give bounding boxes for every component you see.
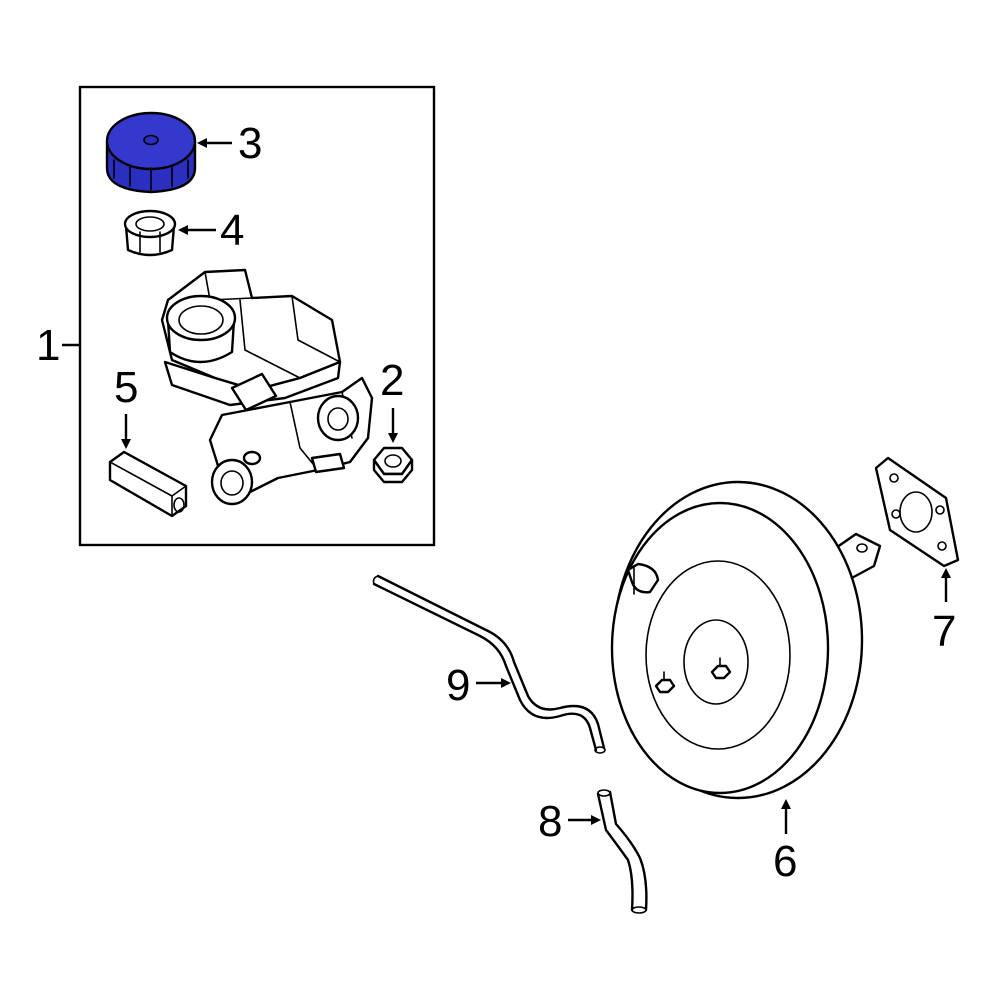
callout-5-label: 5: [114, 363, 138, 412]
vacuum-pipe[interactable]: [372, 574, 606, 754]
callout-7-arrowhead: [941, 568, 951, 578]
callout-7[interactable]: 7: [932, 568, 956, 656]
callout-8[interactable]: 8: [538, 797, 601, 846]
master-cylinder-bleeder: [242, 450, 262, 466]
master-cylinder-group-box: [78, 85, 436, 547]
callout-6[interactable]: 6: [773, 799, 797, 886]
reservoir-grommet[interactable]: [108, 450, 188, 518]
vacuum-hose-outline-b: [608, 790, 648, 912]
callout-8-label: 8: [538, 797, 562, 846]
callout-2-label: 2: [380, 356, 404, 405]
callout-6-label: 6: [773, 837, 797, 886]
reservoir-strainer-rim: [123, 209, 177, 239]
callout-9-arrowhead: [501, 678, 511, 688]
callout-6-arrowhead: [781, 799, 791, 809]
master-cylinder-flange: [310, 452, 346, 474]
reservoir-cap-vent: [143, 134, 159, 146]
callout-2[interactable]: 2: [380, 356, 404, 443]
callout-7-label: 7: [932, 607, 956, 656]
master-cylinder-sensor-tab: [230, 372, 278, 412]
callout-9[interactable]: 9: [446, 661, 511, 710]
callout-1[interactable]: 1: [36, 321, 80, 370]
callout-8-arrowhead: [591, 815, 601, 825]
master-cylinder-port-side: [316, 394, 360, 442]
callout-4-label: 4: [220, 206, 244, 255]
callout-1-label: 1: [36, 321, 60, 370]
master-cylinder[interactable]: [160, 268, 374, 506]
callout-3[interactable]: 3: [197, 119, 262, 168]
brake-booster-studs: [654, 657, 732, 694]
callout-2-arrowhead: [388, 433, 398, 443]
reservoir-strainer[interactable]: [123, 209, 177, 257]
callout-5[interactable]: 5: [114, 363, 138, 449]
reservoir-cap[interactable]: [105, 111, 197, 194]
callout-4[interactable]: 4: [178, 206, 244, 255]
mounting-nut[interactable]: [372, 446, 414, 484]
reservoir-grommet-body: [108, 450, 188, 518]
booster-gasket[interactable]: [874, 456, 960, 568]
vacuum-pipe-outline-a: [372, 582, 598, 752]
callout-3-label: 3: [238, 119, 262, 168]
vacuum-hose-outline-a: [596, 792, 634, 912]
booster-gasket-body: [874, 456, 960, 568]
callout-9-label: 9: [446, 661, 470, 710]
brake-booster[interactable]: [610, 480, 882, 800]
vacuum-pipe-outline-b: [376, 574, 606, 750]
callout-5-arrowhead: [121, 439, 131, 449]
master-cylinder-reservoir-lip: [163, 360, 342, 407]
callout-4-arrowhead: [178, 225, 188, 235]
master-cylinder-port-front: [210, 458, 254, 506]
vacuum-hose[interactable]: [596, 789, 648, 914]
callout-3-arrowhead: [197, 138, 207, 148]
